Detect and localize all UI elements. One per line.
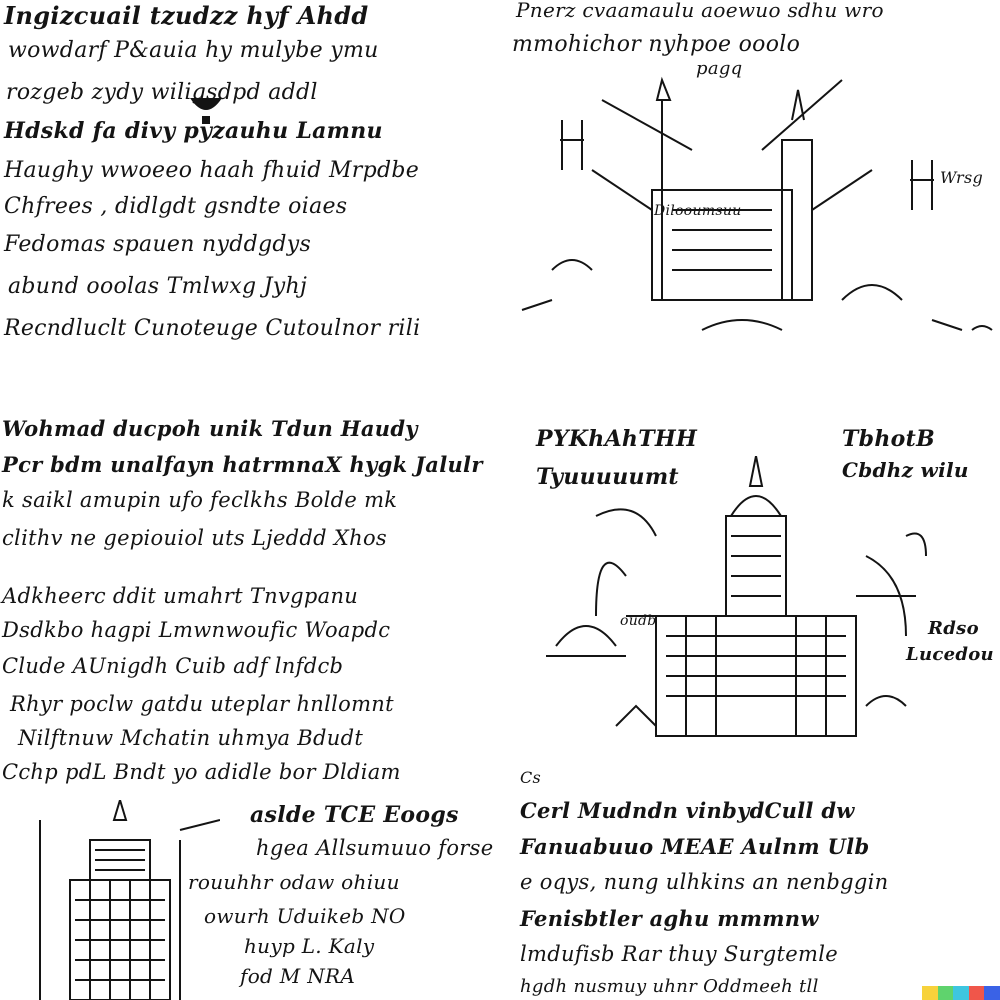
text-line: fod M NRA <box>240 964 356 988</box>
text-line: abund ooolas Tmlwxg Jyhj <box>8 274 308 299</box>
cathedral-sketch-icon <box>512 60 1000 360</box>
text-line: Fenisbtler aghu mmmnw <box>520 906 819 931</box>
text-line: aslde TCE Eoogs <box>250 802 459 828</box>
text-line: Wohmad ducpoh unik Tdun Haudy <box>2 416 418 441</box>
text-line: rozgeb zydy wiligsdpd addl <box>6 80 318 105</box>
text-line: PYKhAhTHH <box>536 426 698 452</box>
text-line: Rdso <box>928 618 979 639</box>
stripe-yellow <box>922 986 938 1000</box>
text-line: Wrsg <box>940 168 984 187</box>
text-line: Dsdkbo hagpi Lmwnwoufic Woapdc <box>2 618 391 642</box>
text-line: Nilftnuw Mchatin uhmya Bdudt <box>18 726 364 750</box>
text-line: oudb <box>620 613 657 629</box>
text-line: Cchp pdL Bndt yo adidle bor Dldiam <box>2 760 401 784</box>
stripe-green <box>937 986 954 1000</box>
text-line: pagq <box>696 58 743 79</box>
text-line: Cbdhz wilu <box>842 458 969 482</box>
text-line: e oqys, nung ulhkins an nenbggin <box>520 870 889 894</box>
lamp-glyph-icon <box>186 92 226 128</box>
stripe-red <box>968 986 985 1000</box>
text-line: TbhotB <box>842 426 935 452</box>
color-stripe-watermark <box>922 986 1000 1000</box>
text-line: Recndluclt Cunoteuge Cutoulnor rili <box>4 316 421 341</box>
text-line: hgdh nusmuy uhnr Oddmeeh tll <box>520 976 819 997</box>
tower-sketch-icon <box>30 800 220 1000</box>
text-line: Pnerz cvaamaulu aoewuo sdhu wro <box>516 0 884 22</box>
text-line: Pcr bdm unalfayn hatrmnaX hygk Jalulr <box>2 452 483 477</box>
text-line: Lucedou <box>906 644 994 665</box>
text-line: Tyuuuuumt <box>536 464 679 490</box>
castle-sketch-icon <box>536 456 936 776</box>
text-line: mmohichor nyhpoe ooolo <box>512 32 801 57</box>
text-line: Cs <box>520 768 542 787</box>
text-line: clithv ne gepiouiol uts Ljeddd Xhos <box>2 526 387 550</box>
text-line: k saikl amupin ufo feclkhs Bolde mk <box>2 488 398 512</box>
text-line: Adkheerc ddit umahrt Tnvgpanu <box>2 584 359 608</box>
text-line: Cerl Mudndn vinbydCull dw <box>520 798 855 823</box>
text-line: Clude AUnigdh Cuib adf lnfdcb <box>2 654 344 678</box>
text-line: Chfrees , didlgdt gsndte oiaes <box>4 194 348 219</box>
text-line: hgea Allsumuuo forse <box>256 836 494 860</box>
text-line: lmdufisb Rar thuy Surgtemle <box>520 942 838 966</box>
text-line: rouuhhr odaw ohiuu <box>188 870 400 894</box>
stripe-blue <box>984 986 1000 1000</box>
text-line: Fanuabuuo MEAE Aulnm Ulb <box>520 834 870 859</box>
text-line: Fedomas spauen nyddgdys <box>4 232 312 257</box>
text-line: Ingizcuail tzudzz hyf Ahdd <box>4 1 369 30</box>
text-line: huyp L. Kaly <box>244 934 375 958</box>
stripe-cyan <box>953 986 969 1000</box>
text-line: Haughy wwoeeo haah fhuid Mrpdbe <box>4 158 420 183</box>
text-line: Hdskd fa divy pyzauhu Lamnu <box>4 118 383 144</box>
text-line: Rhyr poclw gatdu uteplar hnllomnt <box>10 692 394 716</box>
text-line: wowdarf P&auia hy mulybe ymu <box>8 38 379 63</box>
text-line: owurh Uduikeb NO <box>204 904 406 928</box>
